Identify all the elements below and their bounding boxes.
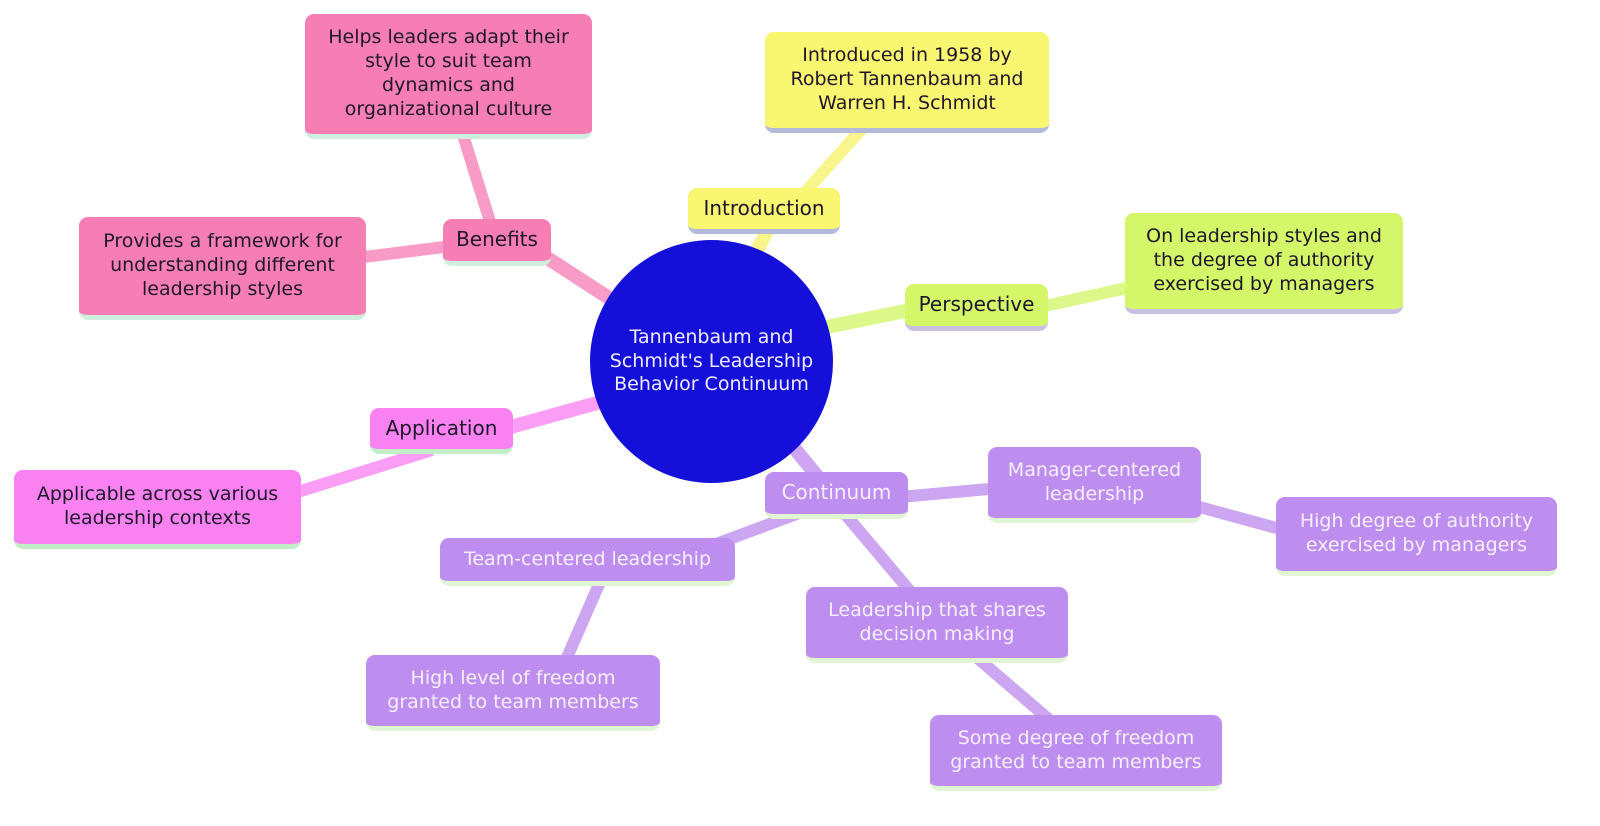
mindmap-node-shares-decision-making: Leadership that shares decision making [806,587,1068,663]
edge-shares-somedegree [971,651,1056,727]
edge-benefits-framework [355,240,453,264]
edge-team-highlevel [559,579,606,665]
edge-application-detail [286,444,434,501]
mindmap-node-applicable-contexts: Applicable across various leadership con… [14,470,301,549]
mindmap-node-high-level-freedom: High level of freedom granted to team me… [366,655,660,731]
mindmap-node-helps-leaders-adapt: Helps leaders adapt their style to suit … [305,14,592,139]
mindmap-node-continuum: Continuum [765,472,908,519]
mindmap-node-introduced-1958: Introduced in 1958 by Robert Tannenbaum … [765,32,1049,133]
mindmap-node-perspective: Perspective [905,284,1048,331]
mindmap-node-manager-centered: Manager-centered leadership [988,447,1201,523]
edge-benefits-helps [457,133,498,230]
edge-continuum-shares [840,510,920,601]
mindmap-node-on-leadership-styles: On leadership styles and the degree of a… [1125,213,1403,314]
mindmap-node-team-centered: Team-centered leadership [440,538,735,586]
mindmap-node-provides-framework: Provides a framework for understanding d… [79,217,366,320]
mindmap-node-application: Application [370,408,513,454]
edge-continuum-manager [899,482,1001,503]
mindmap-node-some-degree-freedom: Some degree of freedom granted to team m… [930,715,1222,791]
mindmap-node-high-degree-authority: High degree of authority exercised by ma… [1276,497,1557,576]
mindmap-root-label: Tannenbaum and Schmidt's Leadership Beha… [609,325,814,396]
mindmap-node-benefits: Benefits [443,219,551,266]
edge-introduction-detail [795,117,873,203]
mindmap-root-node: Tannenbaum and Schmidt's Leadership Beha… [590,240,833,483]
mindmap-node-introduction: Introduction [688,188,840,234]
